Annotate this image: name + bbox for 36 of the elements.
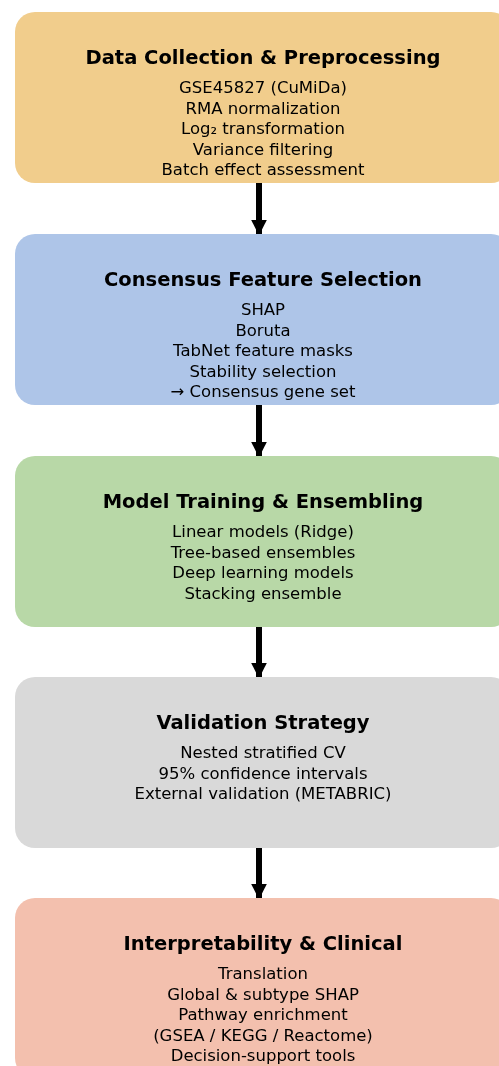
process-box <box>15 234 499 405</box>
process-box <box>15 677 499 848</box>
process-box <box>15 456 499 627</box>
box-text: Variance filtering <box>192 139 334 160</box>
box-text: Stacking ensemble <box>184 583 342 604</box>
box-heading: Data Collection & Preprocessing <box>85 46 441 70</box>
box-text: External validation (METABRIC) <box>134 784 392 805</box>
box-text: → Consensus gene set <box>170 382 356 403</box>
box-text: Stability selection <box>189 361 337 382</box>
box-text: Translation <box>218 964 308 985</box>
box-text: TabNet feature masks <box>173 341 353 362</box>
box-heading: Interpretability & Clinical <box>123 932 403 956</box>
process-box <box>15 12 499 183</box>
box-text: Decision-support tools <box>170 1046 356 1066</box>
box-text: Nested stratified CV <box>180 743 346 764</box>
box-text: SHAP <box>240 300 286 321</box>
arrow <box>251 183 267 236</box>
process-box <box>15 898 499 1066</box>
box-heading: Model Training & Ensembling <box>102 490 424 514</box>
box-heading: Validation Strategy <box>156 711 370 735</box>
arrow <box>251 848 267 900</box>
box-text: Global & subtype SHAP <box>167 984 359 1005</box>
box-heading: Consensus Feature Selection <box>104 268 422 292</box>
box-text: Batch effect assessment <box>161 160 365 181</box>
box-text: Deep learning models <box>172 563 354 584</box>
arrow <box>251 627 267 679</box>
box-text: Linear models (Ridge) <box>172 522 354 543</box>
box-text: 95% confidence intervals <box>158 763 368 784</box>
box-text: GSE45827 (CuMiDa) <box>179 78 347 99</box>
box-text: Log₂ transformation <box>181 119 345 140</box>
box-text: RMA normalization <box>185 98 341 119</box>
box-text: (GSEA / KEGG / Reactome) <box>153 1025 373 1046</box>
arrow <box>251 405 267 458</box>
box-text: Pathway enrichment <box>178 1005 348 1026</box>
box-text: Tree-based ensembles <box>170 542 356 563</box>
box-text: Boruta <box>235 320 291 341</box>
